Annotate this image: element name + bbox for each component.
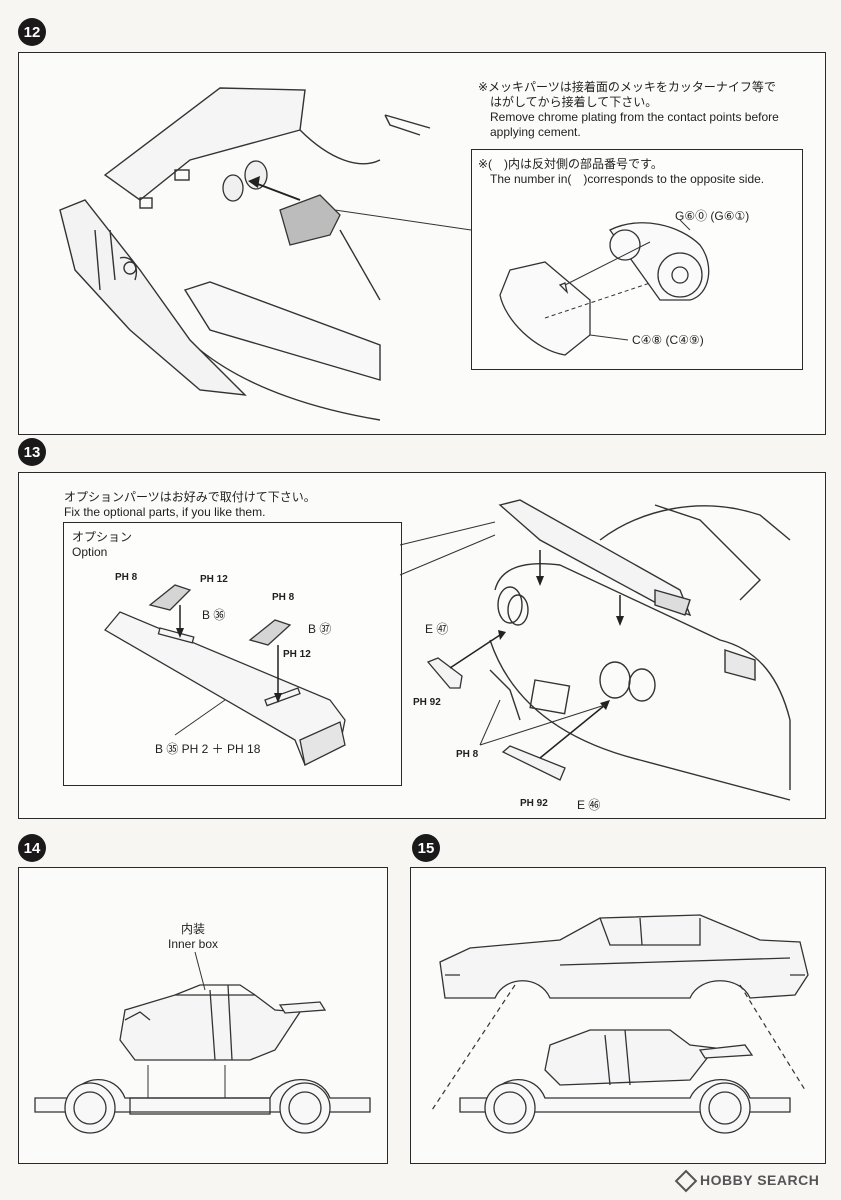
inner-box-label-jp: 内装: [181, 922, 206, 936]
step-number: 14: [23, 839, 41, 857]
opposite-side-note-en: The number in( )corresponds to the oppos…: [490, 172, 765, 186]
step-15-panel: [410, 867, 826, 1164]
body-shell-drawing: [439, 914, 809, 999]
option-wing-panel: [63, 522, 402, 786]
ph92-label-a: PH 92: [413, 697, 441, 708]
part-g60-label: G⑥⓪ (G⑥①): [675, 209, 750, 223]
step-14-badge: 14: [18, 834, 46, 862]
ph8-label-a: PH 8: [115, 572, 138, 583]
part-b35-label: B ㉟ PH 2 ＋ PH 18: [155, 742, 261, 756]
inner-box-label: 内装 Inner box: [168, 922, 218, 952]
chrome-note-jp-1: ※メッキパーツは接着面のメッキをカッターナイフ等で: [478, 80, 776, 94]
inner-box-drawing-15: [544, 1029, 754, 1086]
reflector-parts-drawing: [426, 657, 566, 781]
opposite-side-note-jp: ※( )内は反対側の部品番号です。: [478, 157, 663, 171]
part-c48-label: C④⑧ (C④⑨): [632, 333, 704, 347]
ph8-label-b: PH 8: [272, 592, 295, 603]
chassis-drawing-15: [459, 1078, 791, 1134]
hobby-search-watermark: HOBBY SEARCH: [674, 1169, 820, 1193]
step-number: 13: [23, 443, 41, 461]
chrome-note: ※メッキパーツは接着面のメッキをカッターナイフ等で はがしてから接着して下さい。…: [478, 80, 779, 140]
chrome-note-en-2: applying cement.: [490, 125, 581, 139]
step-12-badge: 12: [18, 18, 46, 46]
part-b37-label: B ㊲: [308, 622, 332, 636]
rear-bumper-drawing: [59, 87, 431, 421]
optional-parts-note: オプションパーツはお好みで取付けて下さい。 Fix the optional p…: [64, 490, 316, 520]
chassis-drawing-14: [34, 1078, 371, 1134]
optional-parts-note-jp: オプションパーツはお好みで取付けて下さい。: [64, 490, 316, 504]
chrome-note-en-1: Remove chrome plating from the contact p…: [490, 110, 779, 124]
step-number: 12: [23, 23, 41, 41]
option-heading: オプション Option: [72, 530, 132, 560]
inner-box-label-en: Inner box: [168, 937, 219, 951]
hobby-search-logo-icon: [674, 1169, 698, 1193]
rear-car-drawing: [489, 499, 791, 801]
part-e56-label: E ㊻: [577, 798, 601, 812]
step-13-badge: 13: [18, 438, 46, 466]
watermark-text: HOBBY SEARCH: [700, 1172, 820, 1188]
detail-callout-line: [334, 209, 472, 231]
step-number: 15: [417, 839, 435, 857]
step-15-badge: 15: [412, 834, 440, 862]
exhaust-tips-drawing: [222, 160, 341, 246]
part-b36-label: B ㊱: [202, 608, 226, 622]
ph8-label-c: PH 8: [456, 749, 479, 760]
option-wing-drawing: [104, 584, 346, 766]
optional-parts-note-en: Fix the optional parts, if you like them…: [64, 505, 266, 519]
chrome-note-jp-2: はがしてから接着して下さい。: [490, 95, 658, 109]
ph12-label-a: PH 12: [200, 574, 228, 585]
ph92-label-b: PH 92: [520, 798, 548, 809]
option-heading-en: Option: [72, 545, 108, 559]
dashed-fit-guides: [431, 984, 806, 1111]
detail-parts-drawing: [499, 222, 710, 356]
exhaust-arrow: [254, 182, 301, 201]
ph12-label-b: PH 12: [283, 649, 311, 660]
inner-box-drawing: [119, 984, 327, 1061]
option-heading-jp: オプション: [72, 530, 133, 544]
part-e57-label: E ㊼: [425, 622, 449, 636]
opposite-side-note: ※( )内は反対側の部品番号です。 The number in( )corres…: [478, 157, 764, 187]
